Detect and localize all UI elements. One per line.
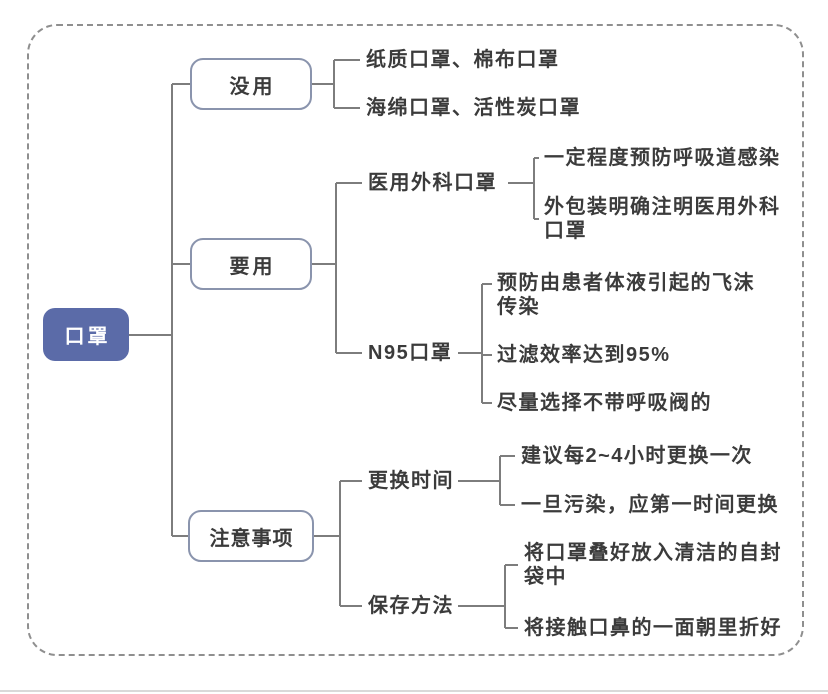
subbranch-surgical-mask: 医用外科口罩 [368,172,497,194]
root-node-mask: 口罩 [43,308,129,361]
leaf-filtration-95-percent: 过滤效率达到95% [497,344,671,366]
leaf-fold-into-sealed-bag: 将口罩叠好放入清洁的自封 袋中 [524,542,782,588]
leaf-replace-every-2-4-hours: 建议每2~4小时更换一次 [521,445,753,467]
branch-node-useless: 没用 [190,58,312,110]
subbranch-n95-mask: N95口罩 [368,342,453,364]
image-bottom-edge [0,690,828,692]
leaf-paper-cotton-masks: 纸质口罩、棉布口罩 [366,49,560,71]
subbranch-replacement-time: 更换时间 [368,470,454,492]
branch-node-should-use: 要用 [190,238,312,290]
leaf-packaging-marked-surgical: 外包装明确注明医用外科 口罩 [544,196,781,242]
branch-node-precautions: 注意事项 [188,510,314,562]
leaf-fold-inner-side-inward: 将接触口鼻的一面朝里折好 [524,617,782,639]
leaf-replace-when-contaminated: 一旦污染，应第一时间更换 [521,494,779,516]
leaf-prevents-droplet-transmission: 预防由患者体液引起的飞沫 传染 [497,272,755,318]
leaf-choose-no-valve: 尽量选择不带呼吸阀的 [497,392,712,414]
subbranch-storage-method: 保存方法 [368,595,454,617]
leaf-sponge-carbon-masks: 海绵口罩、活性炭口罩 [366,97,581,119]
leaf-prevents-respiratory-infection: 一定程度预防呼吸道感染 [544,147,781,169]
dashed-border-frame [27,24,804,656]
